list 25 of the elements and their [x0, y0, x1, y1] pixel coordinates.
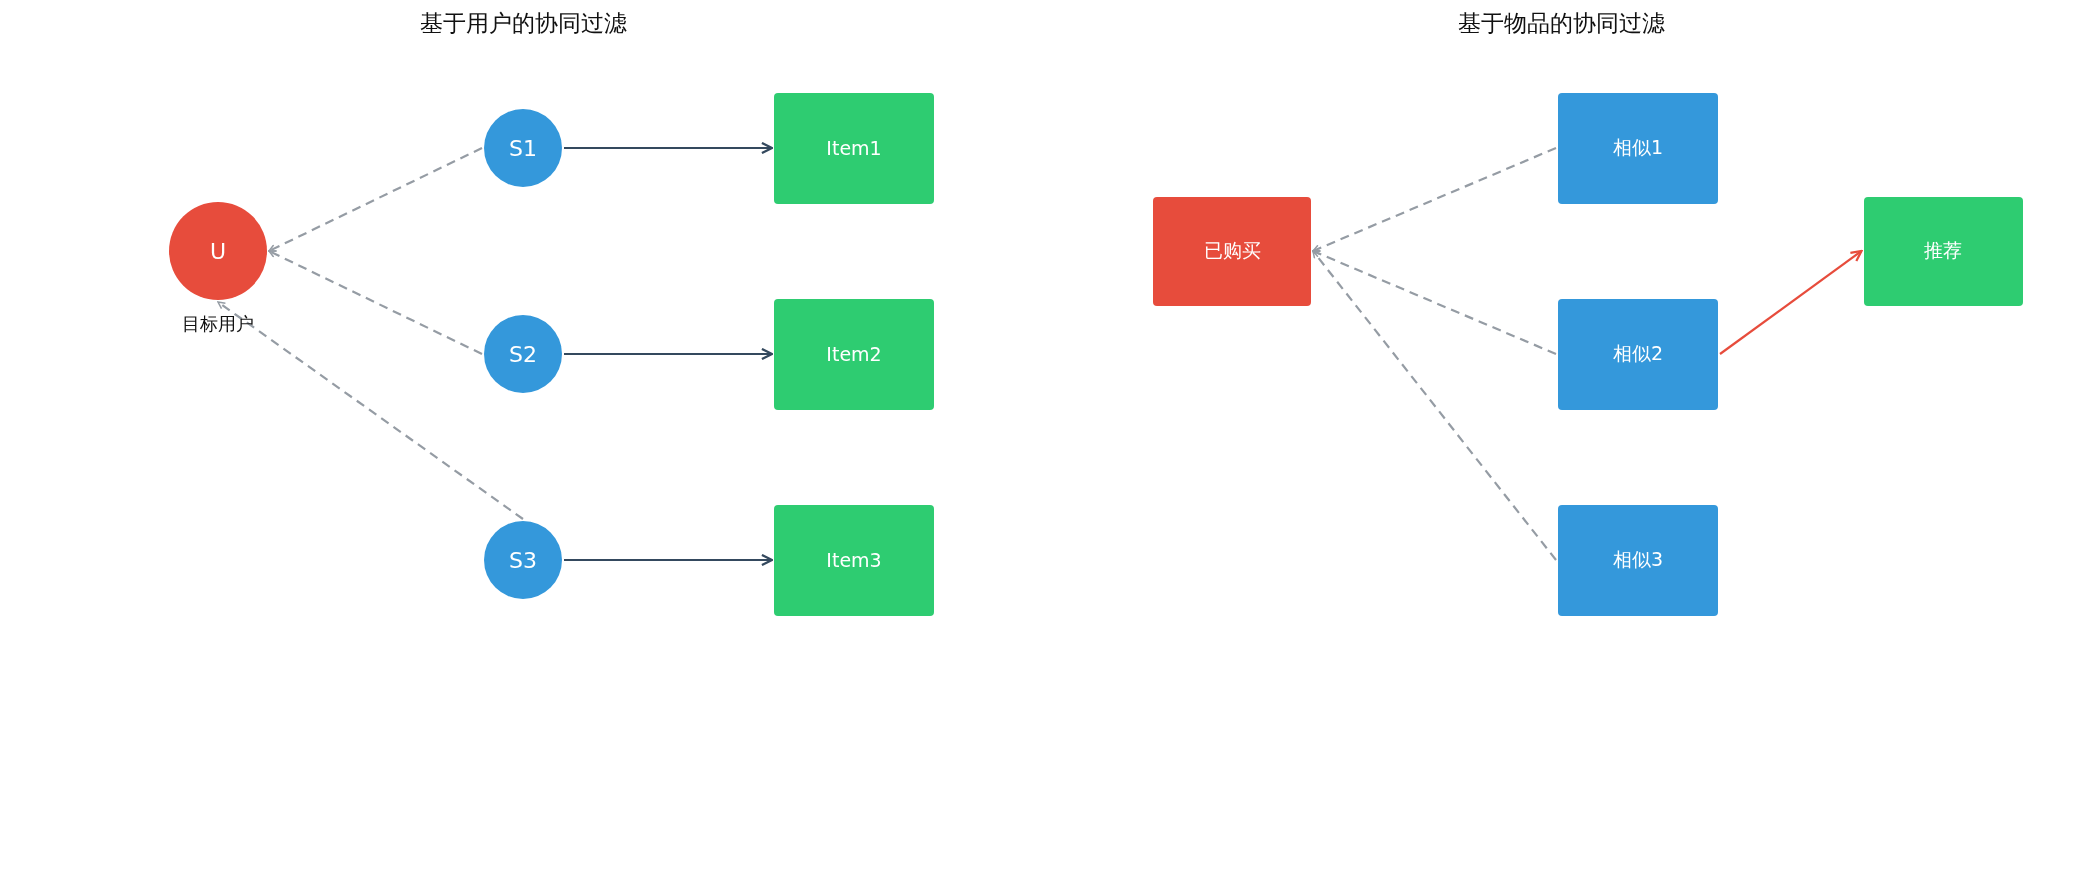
dashed-arrow [217, 301, 524, 520]
node-box: 已购买 [1153, 196, 1311, 306]
dashed-arrow [1312, 250, 1557, 561]
node-circle: S2 [484, 315, 562, 393]
arrow [564, 141, 774, 155]
node-caption: 目标用户 [181, 312, 255, 336]
node-circle: S3 [484, 521, 562, 599]
node-box: 相似2 [1558, 298, 1718, 410]
node-box: Item3 [774, 504, 934, 616]
node-box: Item2 [774, 298, 934, 410]
dashed-arrow [1312, 147, 1557, 253]
node-circle: S1 [484, 109, 562, 187]
arrow [564, 553, 774, 567]
section-heading: 基于用户的协同过滤 [418, 9, 628, 38]
arrow [1719, 249, 1863, 355]
node-box: 相似1 [1558, 92, 1718, 204]
node-box: 相似3 [1558, 504, 1718, 616]
dashed-arrow [1312, 249, 1557, 355]
node-box: Item1 [774, 92, 934, 204]
node-box: 推荐 [1863, 196, 2023, 306]
dashed-arrow [268, 147, 483, 252]
section-heading: 基于物品的协同过滤 [1456, 9, 1666, 38]
dashed-arrow [268, 250, 483, 355]
node-circle: U [169, 202, 267, 300]
arrow [564, 347, 774, 361]
